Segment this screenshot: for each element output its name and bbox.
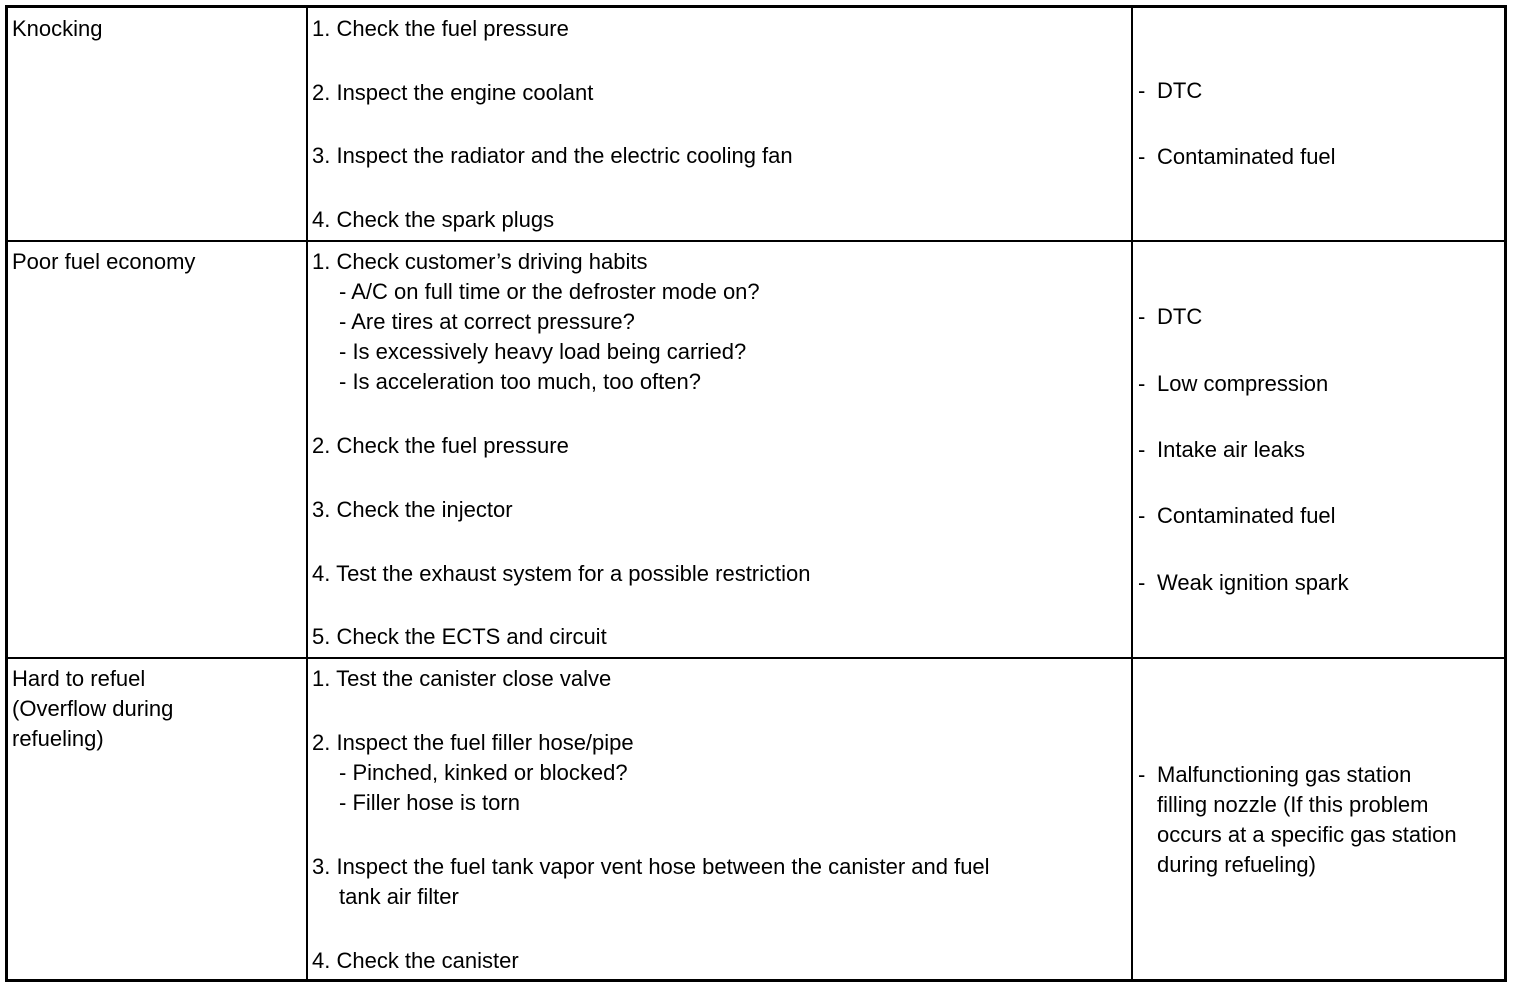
step-item: 3. Inspect the radiator and the electric… [312,143,793,168]
cause-item: -Low compression [1138,371,1329,396]
cause-item: -DTC [1138,304,1203,329]
step-item: 2. Check the fuel pressure [312,433,569,458]
step-item: 3. Check the injector [312,497,513,522]
symptom-line: refueling) [12,726,104,751]
column-divider [1131,8,1133,979]
cause-item: -Malfunctioning gas station filling nozz… [1138,762,1457,877]
symptom-cell: Poor fuel economy [12,249,196,274]
step-item: 5. Check the ECTS and circuit [312,624,607,649]
step-subitem: - Is acceleration too much, too often? [339,369,701,394]
row-divider [8,240,1504,242]
step-item: 1. Check the fuel pressure [312,16,569,41]
troubleshooting-table: Knocking 1. Check the fuel pressure 2. I… [5,5,1507,982]
step-item: 3. Inspect the fuel tank vapor vent hose… [312,854,990,909]
cause-item: -Contaminated fuel [1138,144,1336,169]
cause-item: -Contaminated fuel [1138,503,1336,528]
symptom-line: (Overflow during [12,696,174,721]
row-divider [8,657,1504,659]
step-item: 4. Check the canister [312,948,519,973]
step-item: 1. Check customer’s driving habits [312,249,648,274]
step-item: 1. Test the canister close valve [312,666,612,691]
symptom-cell: Knocking [12,16,103,41]
cause-item: -Weak ignition spark [1138,570,1349,595]
step-subitem: - Pinched, kinked or blocked? [339,760,628,785]
symptom-cell: Hard to refuel (Overflow during refuelin… [12,664,173,754]
step-item: 4. Test the exhaust system for a possibl… [312,561,811,586]
step-subitem: - Are tires at correct pressure? [339,309,635,334]
cause-item: -Intake air leaks [1138,437,1305,462]
step-item: 2. Inspect the engine coolant [312,80,594,105]
column-divider [306,8,308,979]
step-subitem: - Is excessively heavy load being carrie… [339,339,747,364]
step-item: 2. Inspect the fuel filler hose/pipe [312,730,634,755]
cause-item: -DTC [1138,78,1203,103]
step-item: 4. Check the spark plugs [312,207,555,232]
symptom-line: Hard to refuel [12,666,146,691]
step-subitem: - Filler hose is torn [339,790,520,815]
step-subitem: - A/C on full time or the defroster mode… [339,279,760,304]
